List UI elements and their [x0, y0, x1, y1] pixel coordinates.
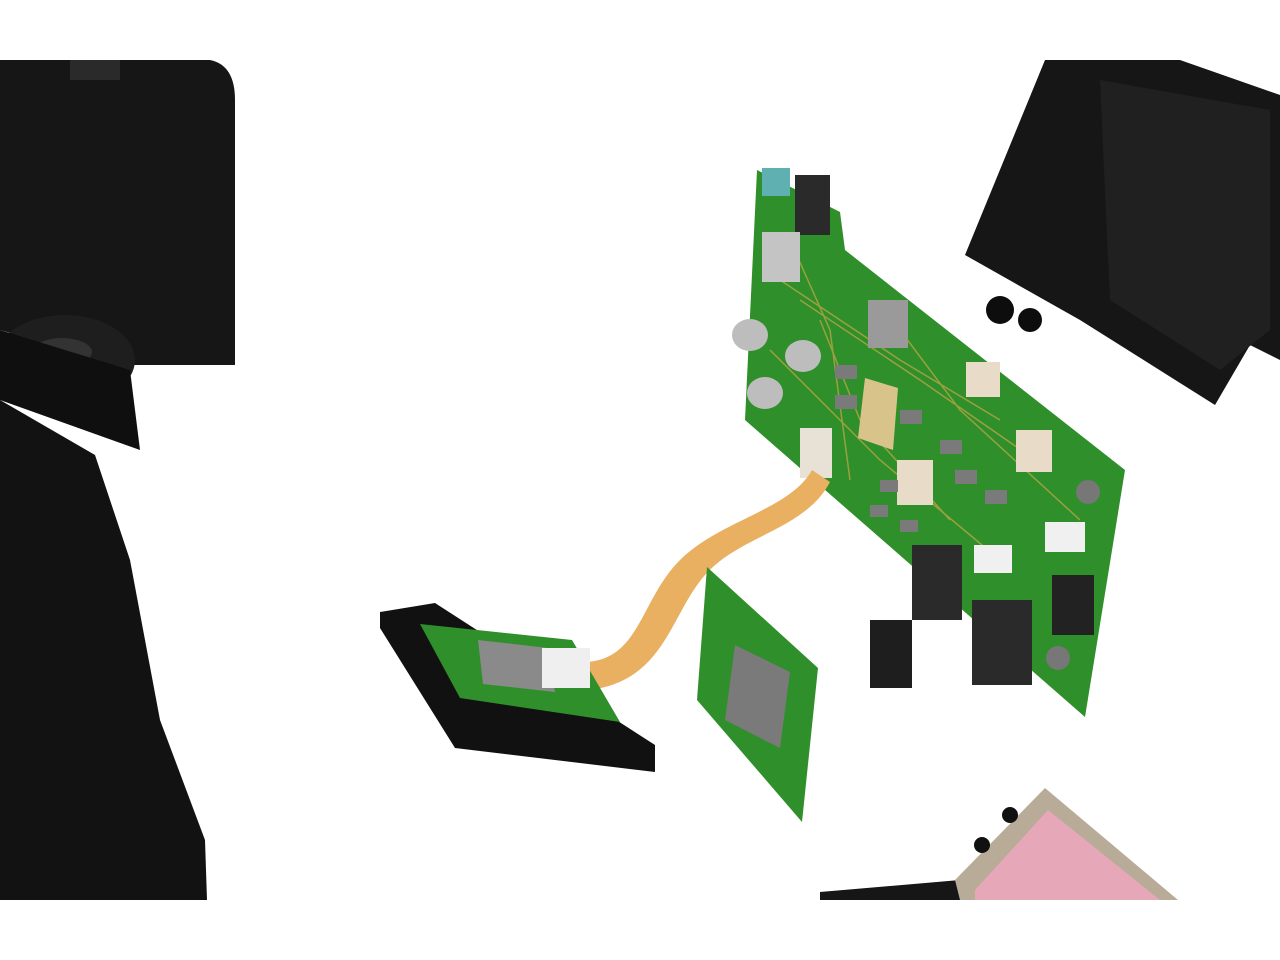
capacitor [785, 340, 821, 372]
main-chip [858, 378, 898, 450]
buzzer [1076, 480, 1100, 504]
chip [725, 645, 790, 748]
bottom-right-plate [820, 788, 1178, 900]
dc-jack [795, 175, 830, 235]
usb-connector [762, 232, 800, 282]
connector [897, 460, 933, 505]
buzzer [1046, 646, 1070, 670]
connector-grey [868, 300, 908, 348]
connector [974, 545, 1012, 573]
flex-ribbon-cable [585, 470, 830, 690]
ffc-connector [542, 648, 590, 688]
connector-teal [762, 168, 790, 196]
capacitor [747, 377, 783, 409]
connector [1045, 522, 1085, 552]
left-upper-enclosure [0, 60, 235, 450]
connector [966, 362, 1000, 397]
rj-jack [972, 600, 1032, 685]
small-pcb [697, 567, 818, 822]
connector [1016, 430, 1052, 472]
ffc-connector [800, 428, 832, 478]
loose-connector [870, 620, 912, 688]
top-right-enclosure [965, 60, 1280, 405]
main-pcb [732, 168, 1125, 717]
left-lower-enclosure [0, 400, 207, 900]
header-connector [1052, 575, 1094, 635]
rj-jack [912, 545, 962, 620]
chip [478, 640, 555, 692]
display-module [380, 603, 655, 772]
capacitor [732, 319, 768, 351]
